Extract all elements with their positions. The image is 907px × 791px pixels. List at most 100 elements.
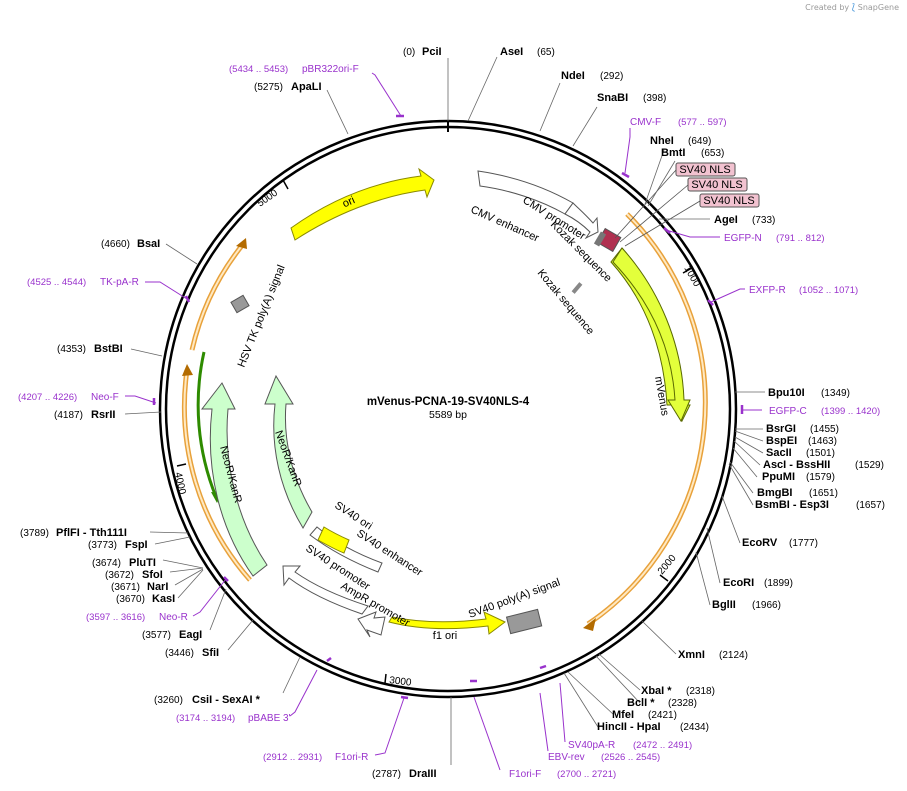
enzyme-pos-mfei: (2421)	[648, 710, 677, 721]
kozak-block	[593, 231, 607, 247]
enzyme-name-snabi: SnaBI	[597, 92, 628, 104]
primer-name-egfp-n: EGFP-N	[724, 233, 762, 244]
enzyme-name-bmgbi: BmgBI	[757, 487, 792, 499]
feature-label-hsv-tk-polya: HSV TK poly(A) signal	[236, 263, 288, 369]
primer-range-pbr322ori-f: (5434 .. 5453)	[229, 64, 288, 75]
enzyme-pos-draiii: (2787)	[372, 769, 401, 780]
nls-label-box-3	[699, 193, 760, 208]
primer-range-neo-f: (4207 .. 4226)	[18, 392, 77, 403]
feature-ori	[290, 167, 435, 241]
feature-sv40-promoter	[282, 565, 369, 615]
enzyme-pos-ppumi: (1579)	[806, 472, 835, 483]
enzyme-pos-ecorv: (1777)	[789, 538, 818, 549]
enzyme-name-hincii-hpai: HincII - HpaI	[597, 721, 661, 733]
primer-leaders	[125, 72, 762, 771]
primer-name-exfp-r: EXFP-R	[749, 285, 786, 296]
enzyme-name-agei: AgeI	[714, 214, 738, 226]
brand-created-by: Created by	[805, 3, 850, 12]
primer-range-neo-r: (3597 .. 3616)	[86, 612, 145, 623]
enzyme-name-bsmbi-esp3i: BsmBI - Esp3I	[755, 499, 829, 511]
enzyme-pos-ecori: (1899)	[764, 578, 793, 589]
primer-range-f1ori-r: (2912 .. 2931)	[263, 752, 322, 763]
enzyme-pos-bpu10i: (1349)	[821, 388, 850, 399]
feature-neor-outer	[200, 382, 268, 577]
enzyme-name-bspei: BspEI	[766, 435, 797, 447]
plasmid-length: 5589 bp	[429, 409, 467, 421]
tick-label-3000: 3000	[389, 675, 413, 689]
primer-name-egfp-c: EGFP-C	[769, 406, 807, 417]
enzyme-pos-asci-bsshii: (1529)	[855, 460, 884, 471]
nls-label-1: SV40 NLS	[679, 164, 730, 176]
tick-2000	[659, 574, 669, 582]
plasmid-name: mVenus-PCNA-19-SV40NLS-4	[367, 396, 530, 408]
enzyme-pos-asei: (65)	[537, 47, 555, 58]
enzyme-name-bsrgi: BsrGI	[766, 423, 796, 435]
primer-range-egfp-n: (791 .. 812)	[776, 233, 825, 244]
enzyme-name-mfei: MfeI	[612, 709, 634, 721]
primer-range-pbabe3: (3174 .. 3194)	[176, 713, 235, 724]
enzyme-pos-bstbi: (4353)	[57, 344, 86, 355]
primer-name-neo-r: Neo-R	[159, 612, 188, 623]
enzyme-name-sfoi: SfoI	[142, 569, 163, 581]
enzyme-name-fspi: FspI	[125, 539, 148, 551]
primer-range-egfp-c: (1399 .. 1420)	[821, 406, 880, 417]
primer-name-pbr322ori-f: pBR322ori-F	[302, 64, 359, 75]
primer-name-f1ori-r: F1ori-R	[335, 752, 368, 763]
nls-leader-1	[614, 169, 677, 239]
feature-f1-ori	[388, 611, 506, 635]
enzyme-pos-bcli: (2328)	[668, 698, 697, 709]
enzyme-name-ppumi: PpuMI	[762, 471, 795, 483]
tick-3000	[384, 673, 387, 684]
enzyme-pos-bglii: (1966)	[752, 600, 781, 611]
brand-product: SnapGene	[857, 3, 899, 12]
snapgene-logo-icon: ⟅	[851, 3, 856, 13]
primer-markers	[152, 114, 744, 700]
enzyme-pos-bsrgi: (1455)	[810, 424, 839, 435]
enzyme-pos-kasi: (3670)	[116, 594, 145, 605]
enzyme-name-nhei: NheI	[650, 135, 674, 147]
feature-label-f1-ori: f1 ori	[433, 630, 457, 642]
enzyme-name-pflfi-tth111i: PflFI - Tth111I	[56, 527, 127, 539]
enzyme-pos-bmti: (653)	[701, 148, 724, 159]
enzyme-pos-ndei: (292)	[600, 71, 623, 82]
green-arc	[196, 351, 218, 498]
kozak-marker	[571, 282, 583, 294]
primer-range-exfp-r: (1052 .. 1071)	[799, 285, 858, 296]
primer-name-tk-pa-r: TK-pA-R	[100, 277, 139, 288]
enzyme-name-sacii: SacII	[766, 447, 792, 459]
orf-arc-right-head	[583, 618, 596, 631]
enzyme-name-pcii: PciI	[422, 46, 442, 58]
enzyme-pos-rsrii: (4187)	[54, 410, 83, 421]
primer-range-ebv-rev: (2526 .. 2545)	[601, 752, 660, 763]
enzyme-name-kasi: KasI	[152, 593, 175, 605]
enzyme-name-bcli: BclI *	[627, 697, 655, 709]
primer-range-sv40pa-r: (2472 .. 2491)	[633, 740, 692, 751]
enzyme-name-ecori: EcoRI	[723, 577, 754, 589]
enzyme-name-bpu10i: Bpu10I	[768, 387, 805, 399]
enzyme-name-bsai: BsaI	[137, 238, 160, 250]
enzyme-pos-sfoi: (3672)	[105, 570, 134, 581]
brand-watermark: Created by ⟅ SnapGene	[805, 3, 899, 13]
enzyme-pos-bmgbi: (1651)	[809, 488, 838, 499]
enzyme-pos-pcii: (0)	[403, 47, 415, 58]
enzyme-name-xbai: XbaI *	[641, 685, 672, 697]
feature-label-kozak-2: Kozak sequence	[535, 267, 596, 337]
enzyme-pos-nhei: (649)	[688, 136, 711, 147]
enzyme-name-bglii: BglII	[712, 599, 736, 611]
feature-label-sv40-enhancer: SV40 enhancer	[354, 527, 424, 579]
orf-arc-left-core	[183, 369, 251, 581]
orf-arc-left-head	[182, 364, 193, 376]
feature-neor-inner	[264, 374, 313, 529]
orf-arc-right-core	[587, 213, 707, 625]
tick-label-4000: 4000	[172, 471, 187, 495]
enzyme-name-asei: AseI	[500, 46, 523, 58]
enzyme-pos-xmni: (2124)	[719, 650, 748, 661]
feature-sv40-polya	[505, 608, 543, 635]
orf-arc-upper-left-head	[236, 238, 247, 249]
enzyme-name-eagi: EagI	[179, 629, 202, 641]
tick-4000	[176, 463, 187, 467]
enzyme-pos-bsai: (4660)	[101, 239, 130, 250]
enzyme-pos-apali: (5275)	[254, 82, 283, 93]
orf-arc-upper-left	[189, 241, 246, 351]
